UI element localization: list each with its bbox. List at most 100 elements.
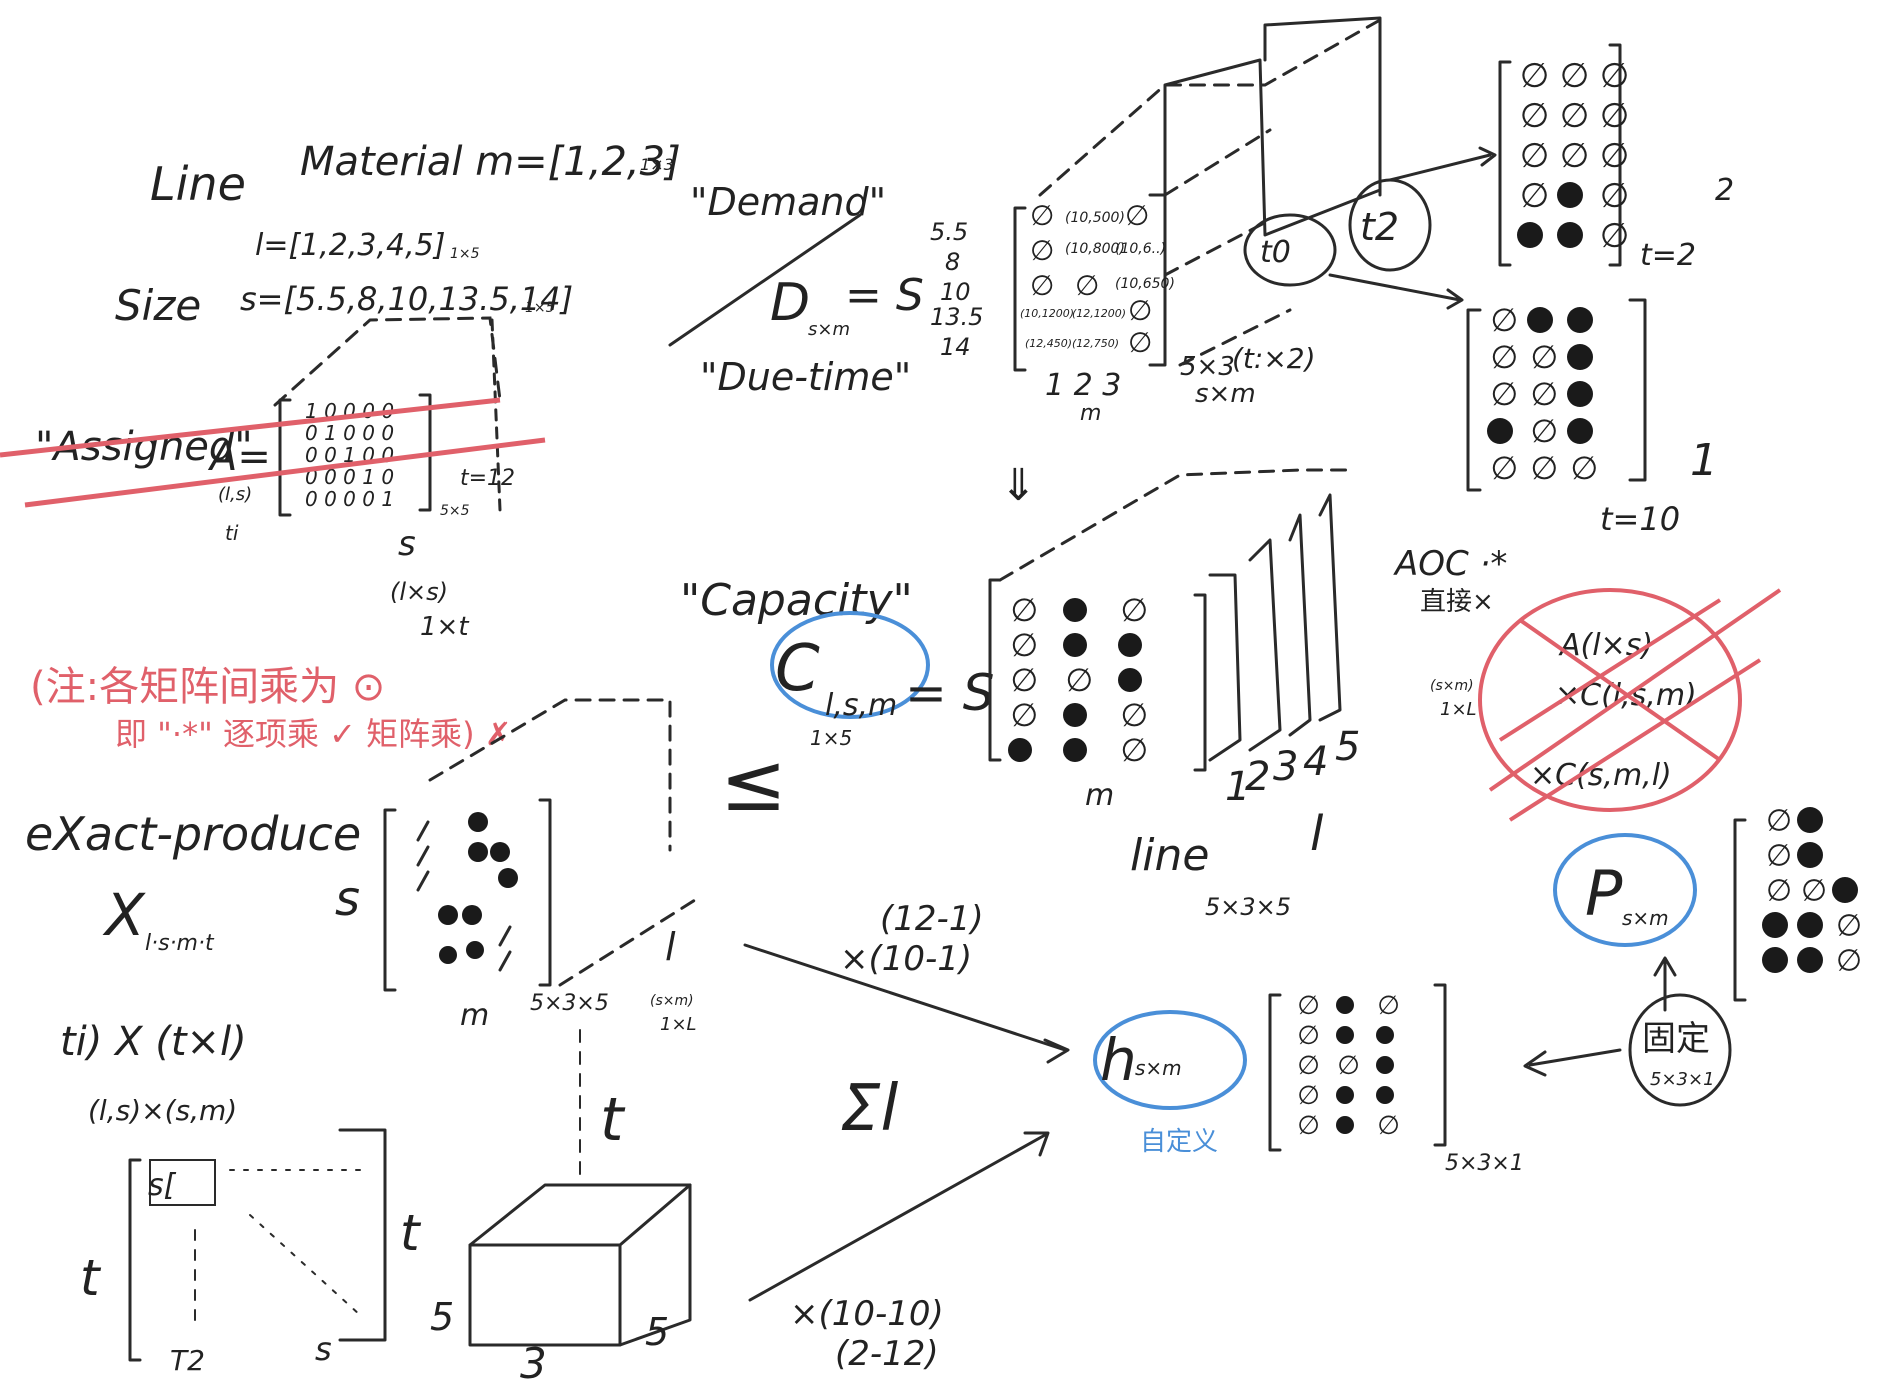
p-matrix-cells: ∅∅∅∅∅∅: [1762, 804, 1862, 979]
cube-5: 5: [430, 1295, 454, 1339]
filled-cell: [1376, 1086, 1394, 1104]
size-vector-dim: 1×5: [525, 300, 555, 316]
one-label: 1: [1690, 435, 1718, 486]
filled-cell: [1762, 912, 1788, 938]
empty-cell: ∅: [1836, 909, 1862, 944]
filled-cell: [468, 812, 488, 832]
c-col-indices: 1 2 3 4 5: [1225, 724, 1360, 810]
filled-cell: [1567, 307, 1593, 333]
material-def: Material m=[1,2,3]: [300, 139, 681, 185]
mult-1b: ×(10-1): [840, 939, 972, 979]
ti-sub: (l,s)×(s,m): [88, 1094, 237, 1127]
two-label: 2: [1715, 173, 1734, 208]
size-value: 10: [940, 278, 971, 306]
empty-cell: ∅: [1801, 874, 1827, 909]
empty-cell: ∅: [1530, 449, 1558, 487]
ti-stack-block: ti) X (t×l) (l,s)×(s,m) s[ t T2 s t: [60, 1019, 422, 1377]
red-note: (注:各矩阵间乘为 ⊙ 即 "·*" 逐项乘 ✓ 矩阵乘) ✗: [30, 664, 512, 753]
aoc-block: AOC ·* 直接× (s×m) 1×L A(l×s) ×C(l,s,m) ×C…: [1393, 544, 1782, 822]
size-value: 13.5: [930, 303, 983, 331]
note-line-1: (注:各矩阵间乘为 ⊙: [30, 664, 385, 710]
d-cols: 1 2 3: [1045, 368, 1121, 403]
h-highlight-circle: [1093, 1010, 1247, 1110]
x-l-label: l: [665, 925, 676, 969]
filled-cell: [1376, 1026, 1394, 1044]
aoc-red-strikes: [1488, 588, 1782, 822]
d-cell: ∅: [1128, 294, 1152, 327]
d-m: m: [1080, 401, 1101, 426]
empty-cell: ∅: [1120, 591, 1148, 629]
mult-2b: (2-12): [835, 1334, 939, 1374]
empty-cell: ∅: [1570, 449, 1598, 487]
empty-cell: ∅: [1520, 176, 1550, 216]
empty-cell: ∅: [1010, 696, 1038, 734]
c-symbol: C: [775, 632, 820, 706]
a-equals: A=: [207, 434, 271, 480]
x-symbol: X: [102, 881, 146, 949]
x-m-label: m: [460, 998, 489, 1033]
t2-matrix-cells: ∅∅∅∅∅∅∅∅∅∅∅∅: [1517, 56, 1629, 256]
filled-cell: [438, 905, 458, 925]
empty-cell: ∅: [1766, 839, 1792, 874]
h-subscript: s×m: [1135, 1056, 1182, 1080]
a-lxs: (l×s): [390, 578, 448, 606]
exact-label: eXact-produce: [25, 807, 361, 861]
t2-label-big: t2: [1360, 205, 1399, 249]
a-row: 0 0 0 0 1: [305, 487, 394, 511]
col-index: 1: [1225, 764, 1250, 810]
aoc-1xl: 1×L: [1440, 699, 1477, 720]
empty-cell: ∅: [1120, 731, 1148, 769]
stack-s: s[: [148, 1168, 177, 1203]
d-symbol: D: [770, 273, 810, 333]
size-value: 5.5: [930, 218, 968, 246]
mult-1a: (12-1): [880, 899, 984, 939]
mult-2a: ×(10-10): [790, 1294, 944, 1334]
filled-cell: [1336, 1116, 1354, 1134]
d-cell: ∅: [1030, 199, 1054, 232]
a-t12: t=12: [460, 466, 515, 491]
empty-cell: ∅: [1530, 412, 1558, 450]
arrow-down: ⇓: [1000, 460, 1037, 511]
d-cell: ∅: [1030, 269, 1054, 302]
c-l: l: [1310, 806, 1324, 862]
c-dim: 5×3×5: [1205, 893, 1291, 921]
d-cell: ∅: [1128, 326, 1152, 359]
filled-cell: [1517, 222, 1543, 248]
p-5x3: 5×3×1: [1650, 1069, 1715, 1090]
line-vector-dim: 1×5: [450, 246, 480, 262]
filled-cell: [1762, 947, 1788, 973]
capacity-block: ⇓ "Capacity" C l,s,m = S 1×5 ∅∅∅∅∅∅∅∅ m …: [680, 460, 1360, 921]
x-matrix-cells: [416, 812, 518, 972]
h-dim: 5×3×1: [1445, 1151, 1524, 1176]
empty-cell: ∅: [1377, 991, 1400, 1021]
size-value: 8: [945, 248, 960, 276]
demand-block: "Demand" "Due-time" D s×m = S 5.5 8 10 1…: [668, 16, 1497, 426]
c-s: = S: [905, 664, 995, 722]
p-subscript: s×m: [1622, 906, 1669, 930]
filled-cell: [1487, 418, 1513, 444]
empty-cell: ∅: [1297, 991, 1320, 1021]
a-ti: ti: [225, 521, 239, 545]
cube-block: t 5 3 5: [430, 1029, 692, 1388]
empty-cell: ∅: [1600, 56, 1630, 96]
d-sizes: 5.5 8 10 13.5 14: [930, 218, 983, 361]
line-word: Line: [150, 157, 246, 211]
d-cell: ∅: [1125, 199, 1149, 232]
a-row: 0 1 0 0 0: [305, 421, 394, 445]
filled-cell: [439, 946, 457, 964]
line-vector: l=[1,2,3,4,5]: [255, 228, 445, 263]
col-index: 3: [1273, 744, 1298, 790]
empty-cell: ∅: [1600, 216, 1630, 256]
filled-cell: [462, 905, 482, 925]
empty-cell: ∅: [1600, 136, 1630, 176]
empty-cell: ∅: [1297, 1111, 1320, 1141]
filled-cell: [1527, 307, 1553, 333]
empty-cell: ∅: [1490, 375, 1518, 413]
filled-cell: [1336, 1086, 1354, 1104]
sum-symbol: Σl: [840, 1072, 898, 1146]
d-cell: ∅: [1075, 269, 1099, 302]
filled-cell: [1567, 381, 1593, 407]
empty-cell: ∅: [1297, 1051, 1320, 1081]
capacity-label: "Capacity": [680, 575, 913, 626]
